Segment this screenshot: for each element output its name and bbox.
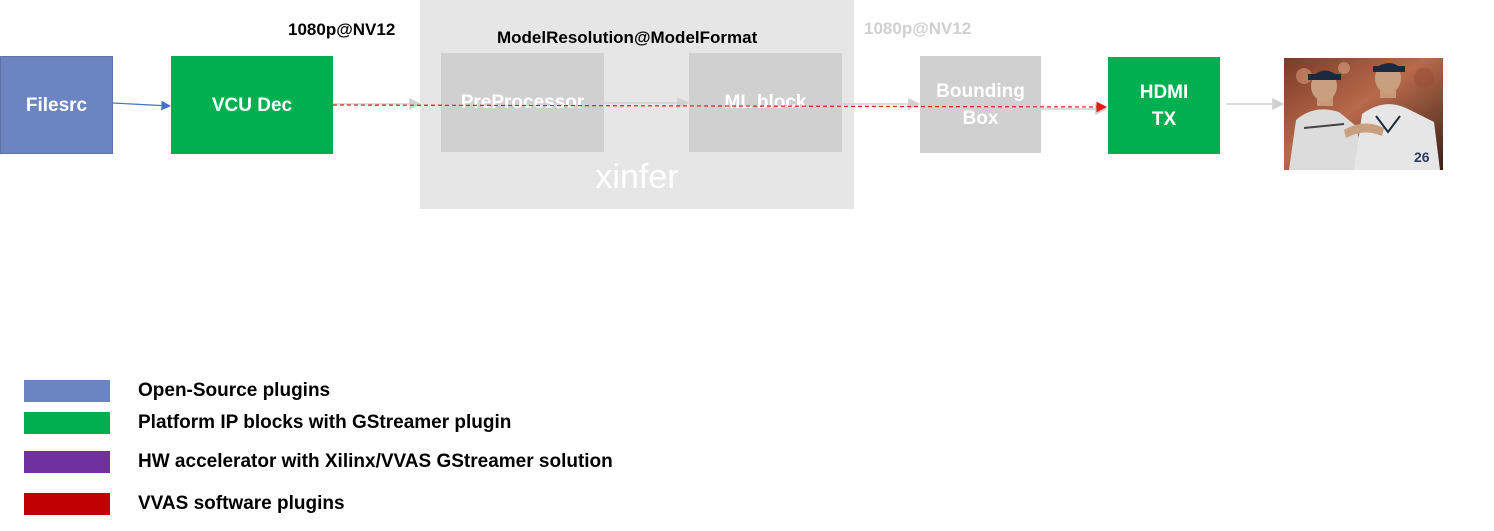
bbox-output-format-label: 1080p@NV12 — [864, 19, 972, 38]
legend-label: VVAS software plugins — [138, 493, 345, 514]
bounding-box-label: Bounding Box — [936, 80, 1025, 129]
vcu-dec-label: VCU Dec — [211, 94, 293, 116]
filesrc-block: Filesrc — [0, 56, 113, 154]
model-input-format-label: ModelResolution@ModelFormat — [497, 28, 758, 47]
bounding-box-block: Bounding Box — [920, 56, 1041, 153]
legend-swatch-hw-accelerator — [24, 451, 110, 473]
filesrc-label: Filesrc — [25, 94, 88, 116]
xinfer-label: xinfer — [595, 158, 679, 196]
baseball-players-photo-icon: 26 — [1284, 58, 1443, 170]
ml-block-label: ML block — [724, 92, 807, 113]
preprocessor-label: PreProcessor — [460, 92, 585, 113]
legend-label: Open-Source plugins — [138, 380, 331, 401]
svg-text:26: 26 — [1414, 149, 1430, 165]
legend-swatch-platform-ip — [24, 412, 110, 434]
vcu-dec-block: VCU Dec — [171, 56, 333, 154]
hdmi-tx-label: HDMI TX — [1139, 81, 1189, 130]
legend-label: HW accelerator with Xilinx/VVAS GStreame… — [138, 451, 613, 472]
decoder-output-format-label: 1080p@NV12 — [288, 20, 396, 39]
legend-label: Platform IP blocks with GStreamer plugin — [138, 412, 512, 433]
arrow-filesrc-to-vcu — [112, 100, 171, 111]
legend-swatch-vvas-software — [24, 493, 110, 515]
arrow-vcu-to-hdmi-dashed — [332, 101, 1108, 113]
legend-swatch-open-source — [24, 380, 110, 402]
hdmi-tx-block: HDMI TX — [1108, 57, 1220, 154]
ml-block: ML block — [689, 53, 842, 152]
preprocessor-block: PreProcessor — [441, 53, 604, 152]
